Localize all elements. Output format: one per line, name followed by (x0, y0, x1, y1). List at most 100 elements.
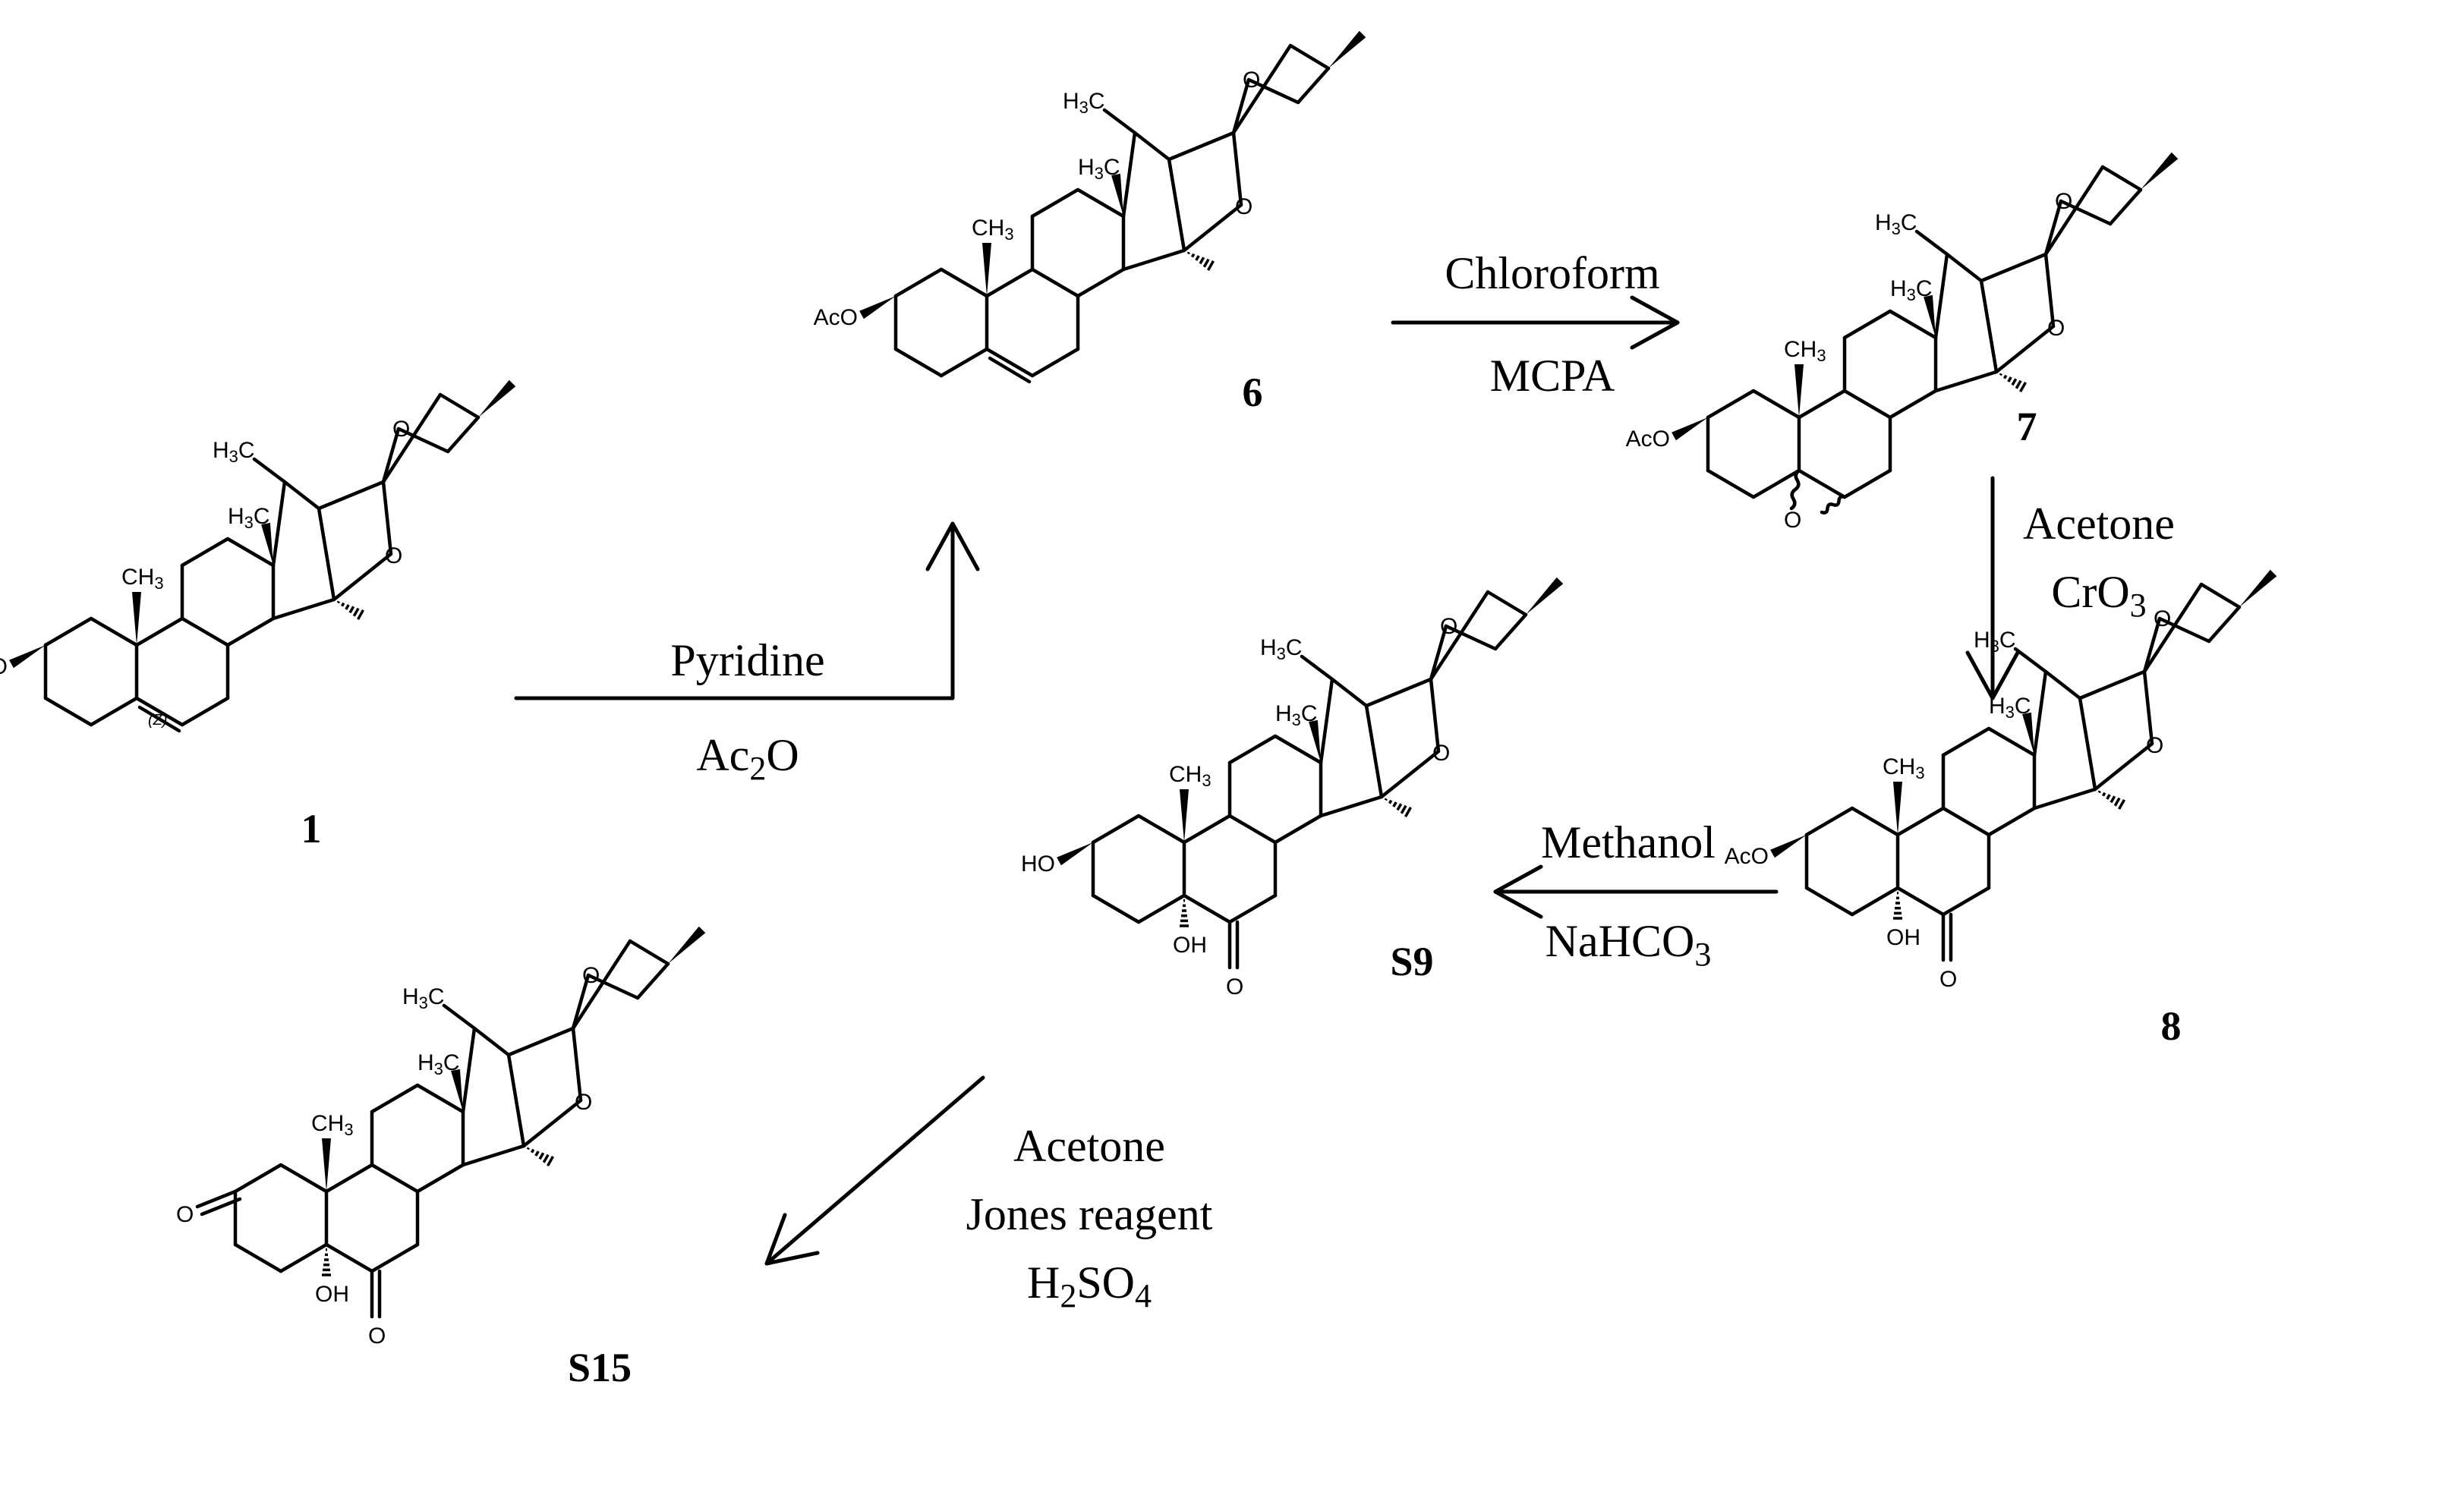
ring-bond (1994, 324, 2056, 374)
hash-stroke (1392, 801, 1397, 807)
methyl-label-c10: CH3 (121, 565, 164, 593)
hash-stroke (1202, 258, 1210, 268)
compound-label-8: 8 (2161, 1003, 2182, 1049)
reagent-label: MCPA (1490, 351, 1615, 401)
ring-bond (1167, 131, 1236, 162)
methyl-label-c20: H3C (213, 438, 255, 466)
c3-wedge (859, 296, 896, 319)
ring-oxygen-label: O (2154, 606, 2171, 631)
hash-stroke (2110, 795, 2116, 804)
hash-stroke (357, 609, 364, 620)
ring-oxygen-label: O (2047, 316, 2065, 341)
ring-oxygen-label: O (385, 543, 402, 568)
reagent-label: NaHCO3 (1546, 916, 1712, 973)
arrow-shaft (514, 521, 955, 700)
ring-bond (1987, 726, 2037, 757)
ring-bond (1797, 468, 1847, 499)
double-bond (988, 356, 1032, 384)
ring-bond (2059, 199, 2113, 226)
ring-bond (1076, 187, 1126, 219)
carbonyl-bond (195, 1189, 238, 1209)
ring-bond (1888, 309, 1938, 340)
methyl-wedge-c25 (1526, 577, 1564, 615)
methyl-label-c10: CH3 (311, 1111, 354, 1139)
ring-bond (1804, 806, 1854, 837)
ring-bond (381, 427, 401, 484)
methyl-wedge-c13 (261, 522, 273, 565)
reagent-label: H2SO4 (1027, 1257, 1152, 1314)
hash-stroke (2101, 792, 2106, 797)
ring-bond (1288, 43, 1331, 71)
methyl-label-c20: H3C (1974, 628, 2016, 656)
hash-stroke (2118, 799, 2125, 810)
ring-bond (2032, 787, 2097, 811)
c3-wedge (9, 645, 46, 669)
methyl-wedge-c10 (1794, 364, 1804, 417)
double-bond (137, 705, 181, 733)
c3-substituent-label: AcO (1626, 427, 1670, 452)
ring-bond (1429, 677, 1441, 754)
ring-bond (1444, 624, 1498, 651)
ring-oxygen-label: O (392, 417, 410, 442)
methyl-wedge-c10 (132, 592, 141, 645)
methyl-label-c13: H3C (1275, 701, 1318, 729)
methyl-label-c20: H3C (1260, 635, 1303, 663)
ring-bond (1319, 677, 1334, 765)
hash-stroke (2002, 374, 2008, 379)
compound-label-S15: S15 (568, 1345, 632, 1390)
ring-bond (571, 973, 591, 1031)
ring-bond (893, 267, 944, 298)
reagent-label: Pyridine (670, 635, 824, 685)
epoxide-wavy-bond (1789, 468, 1801, 511)
methyl-wedge-c10 (1893, 782, 1902, 835)
ring-bond (1797, 389, 1847, 420)
ring-bond (381, 480, 393, 556)
reagent-label: Chloroform (1445, 248, 1659, 298)
methyl-label-c20: H3C (1063, 89, 1105, 117)
ring-bond (1804, 886, 1854, 917)
ring-bond (1227, 893, 1278, 924)
arrow-step-1 (514, 521, 980, 700)
hash-stroke (1400, 804, 1407, 814)
arrow-step-4 (1493, 864, 1779, 919)
methyl-bond-c20 (442, 1003, 477, 1031)
ring-bond (2043, 199, 2063, 257)
reagent-label: Acetone (1013, 1121, 1165, 1171)
reagent-label: Ac2O (696, 730, 799, 787)
methyl-label-c10: CH3 (1169, 762, 1212, 790)
ring-bond (2078, 669, 2147, 700)
methyl-wedge-c25 (1328, 30, 1366, 68)
methyl-wedge-c25 (2141, 152, 2179, 190)
epoxide-wavy-bond (1820, 495, 1847, 515)
arrow-head (1965, 650, 2020, 700)
ring-bond (1182, 203, 1243, 253)
ring-bond (1486, 590, 1528, 617)
ring-bond (415, 1083, 465, 1114)
ring-bond (271, 480, 287, 568)
methyl-label-c13: H3C (1989, 694, 2031, 722)
ring-bond (985, 267, 1035, 298)
ring-bond (415, 1163, 465, 1194)
ring-bond (317, 480, 386, 511)
ring-bond (233, 1163, 283, 1194)
methyl-bond-c20 (1102, 108, 1137, 135)
hash-stroke (1195, 255, 1200, 261)
reaction-arrows (514, 295, 2020, 1266)
ring-bond (1231, 131, 1243, 207)
reagent-label: Methanol (1541, 817, 1716, 867)
ring-bond (1296, 66, 1331, 105)
ring-bond (1121, 131, 1137, 219)
hash-stroke (1199, 257, 1205, 265)
ring-bond (1133, 131, 1171, 162)
arrow-step-5 (764, 1075, 985, 1266)
reagent-label: CrO3 (2051, 567, 2146, 624)
methyl-bond-c20 (2013, 647, 2048, 674)
ring-bond (2142, 616, 2162, 674)
ring-bond (1945, 252, 1983, 283)
compound-label-S9: S9 (1390, 939, 1433, 984)
arrow-step-3 (1965, 476, 2020, 700)
c3-substituent-label: HO (0, 654, 8, 679)
